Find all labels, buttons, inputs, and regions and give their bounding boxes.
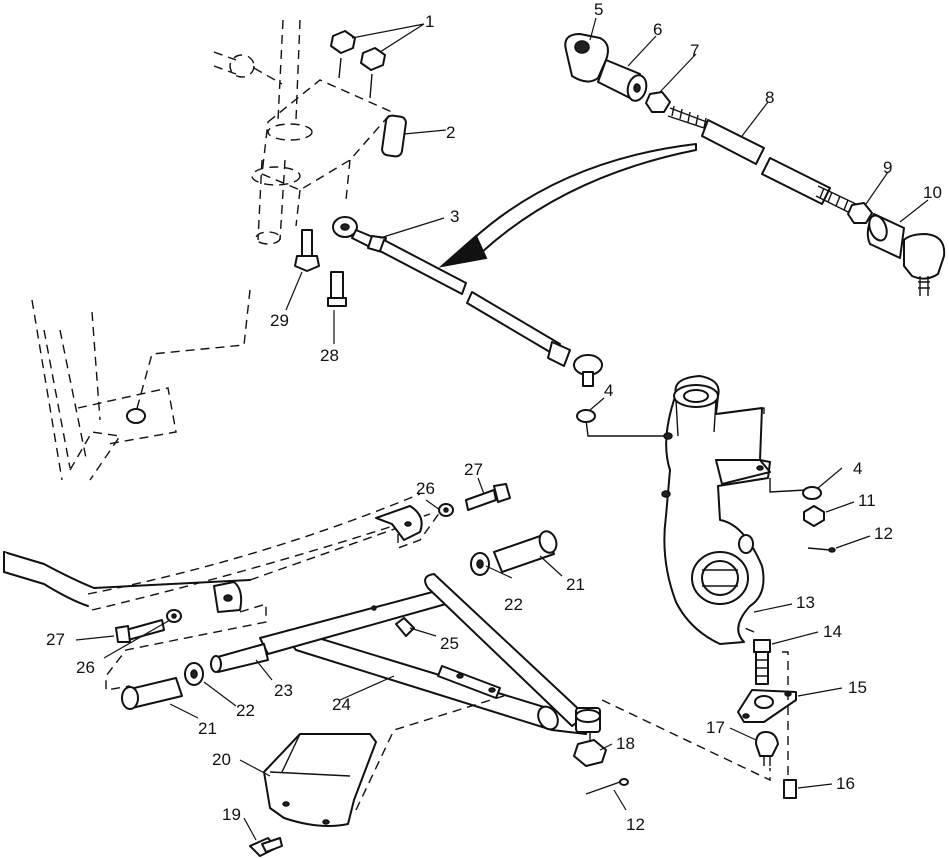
- callout-4b: 4: [853, 459, 862, 478]
- tie-rod-detail: [438, 33, 946, 296]
- callout-13: 13: [796, 593, 815, 612]
- jam-nut-part-7: [645, 91, 671, 113]
- sleeve-part-8b: [761, 157, 831, 205]
- callout-21b: 21: [198, 719, 217, 738]
- a-arm-cross-tube: [259, 589, 447, 655]
- bushings-and-pivots: [115, 483, 558, 710]
- washer-part-4a: [576, 409, 596, 423]
- callout-26b: 26: [76, 658, 95, 677]
- jam-nut-part-9: [847, 202, 873, 224]
- callout-18: 18: [616, 734, 635, 753]
- nut-part-18: [573, 739, 607, 767]
- bushing-part-2: [381, 114, 407, 158]
- callout-24: 24: [332, 695, 351, 714]
- callout-14: 14: [823, 622, 842, 641]
- pivot-part-23: [213, 643, 269, 673]
- callout-1: 1: [425, 12, 434, 31]
- bushing-part-21-upper: [493, 533, 555, 573]
- steering-post-assembly: [31, 19, 407, 481]
- callout-labels: 1 2 3 4 4 5 6 7 8 9 10 11 12 12 13 14 15…: [46, 0, 942, 834]
- callout-8: 8: [765, 88, 774, 107]
- frame-rail-outline: [3, 551, 251, 589]
- bolt-head-part-14: [753, 639, 771, 653]
- bolt-part-27-upper: [465, 489, 497, 511]
- stud-part-28: [330, 271, 344, 301]
- callout-5: 5: [594, 0, 603, 19]
- lower-hardware: [249, 693, 629, 857]
- sleeve-part-8a: [701, 119, 765, 165]
- tie-rod-shaft-a: [379, 239, 467, 295]
- callout-22b: 22: [236, 701, 255, 720]
- callout-4a: 4: [604, 381, 613, 400]
- callout-19: 19: [222, 805, 241, 824]
- small-hardware-right: [576, 409, 836, 799]
- arrow-head: [438, 234, 488, 268]
- stud-part-29: [301, 229, 313, 257]
- rod-end-part-10: [903, 233, 946, 280]
- bracket-right: [375, 505, 423, 541]
- screw-part-16: [783, 779, 797, 799]
- callout-27b: 27: [46, 630, 65, 649]
- callout-16: 16: [836, 774, 855, 793]
- callout-28: 28: [320, 346, 339, 365]
- callout-15: 15: [848, 678, 867, 697]
- bolt-part-27-lower: [125, 619, 165, 641]
- nut-part-1a: [330, 30, 356, 54]
- callout-23: 23: [274, 681, 293, 700]
- callout-25: 25: [440, 634, 459, 653]
- callout-17: 17: [706, 718, 725, 737]
- callout-12a: 12: [874, 524, 893, 543]
- ball-joint-part-17: [755, 731, 779, 757]
- a-arm-front-tube: [424, 573, 587, 727]
- callout-29: 29: [270, 311, 289, 330]
- skid-plate-part-20: [263, 733, 377, 827]
- callout-7: 7: [690, 41, 699, 60]
- nut-part-29: [294, 255, 320, 272]
- callout-2: 2: [446, 123, 455, 142]
- frame-rail: [3, 493, 441, 691]
- callout-12b: 12: [626, 815, 645, 834]
- frame-hole: [126, 408, 146, 424]
- leader-lines: [75, 17, 929, 841]
- tie-rod-assembly: [332, 216, 603, 387]
- callout-27a: 27: [464, 460, 483, 479]
- washer-part-4b: [802, 486, 822, 500]
- callout-11: 11: [858, 491, 876, 510]
- grease-fitting-part-25: [395, 617, 415, 637]
- callout-10: 10: [923, 183, 942, 202]
- callout-22a: 22: [504, 595, 523, 614]
- callout-3: 3: [450, 207, 459, 226]
- nut-part-11: [803, 505, 825, 527]
- nut-part-1b: [360, 47, 386, 71]
- callout-21a: 21: [566, 575, 585, 594]
- arrow-sweep: [471, 143, 697, 253]
- callout-6: 6: [653, 20, 662, 39]
- callout-9: 9: [883, 158, 892, 177]
- callout-26a: 26: [416, 479, 435, 498]
- callout-20: 20: [212, 750, 231, 769]
- spindle-assembly: [585, 375, 807, 645]
- tie-rod-shaft-b: [466, 291, 561, 356]
- a-arm-assembly: [259, 573, 601, 735]
